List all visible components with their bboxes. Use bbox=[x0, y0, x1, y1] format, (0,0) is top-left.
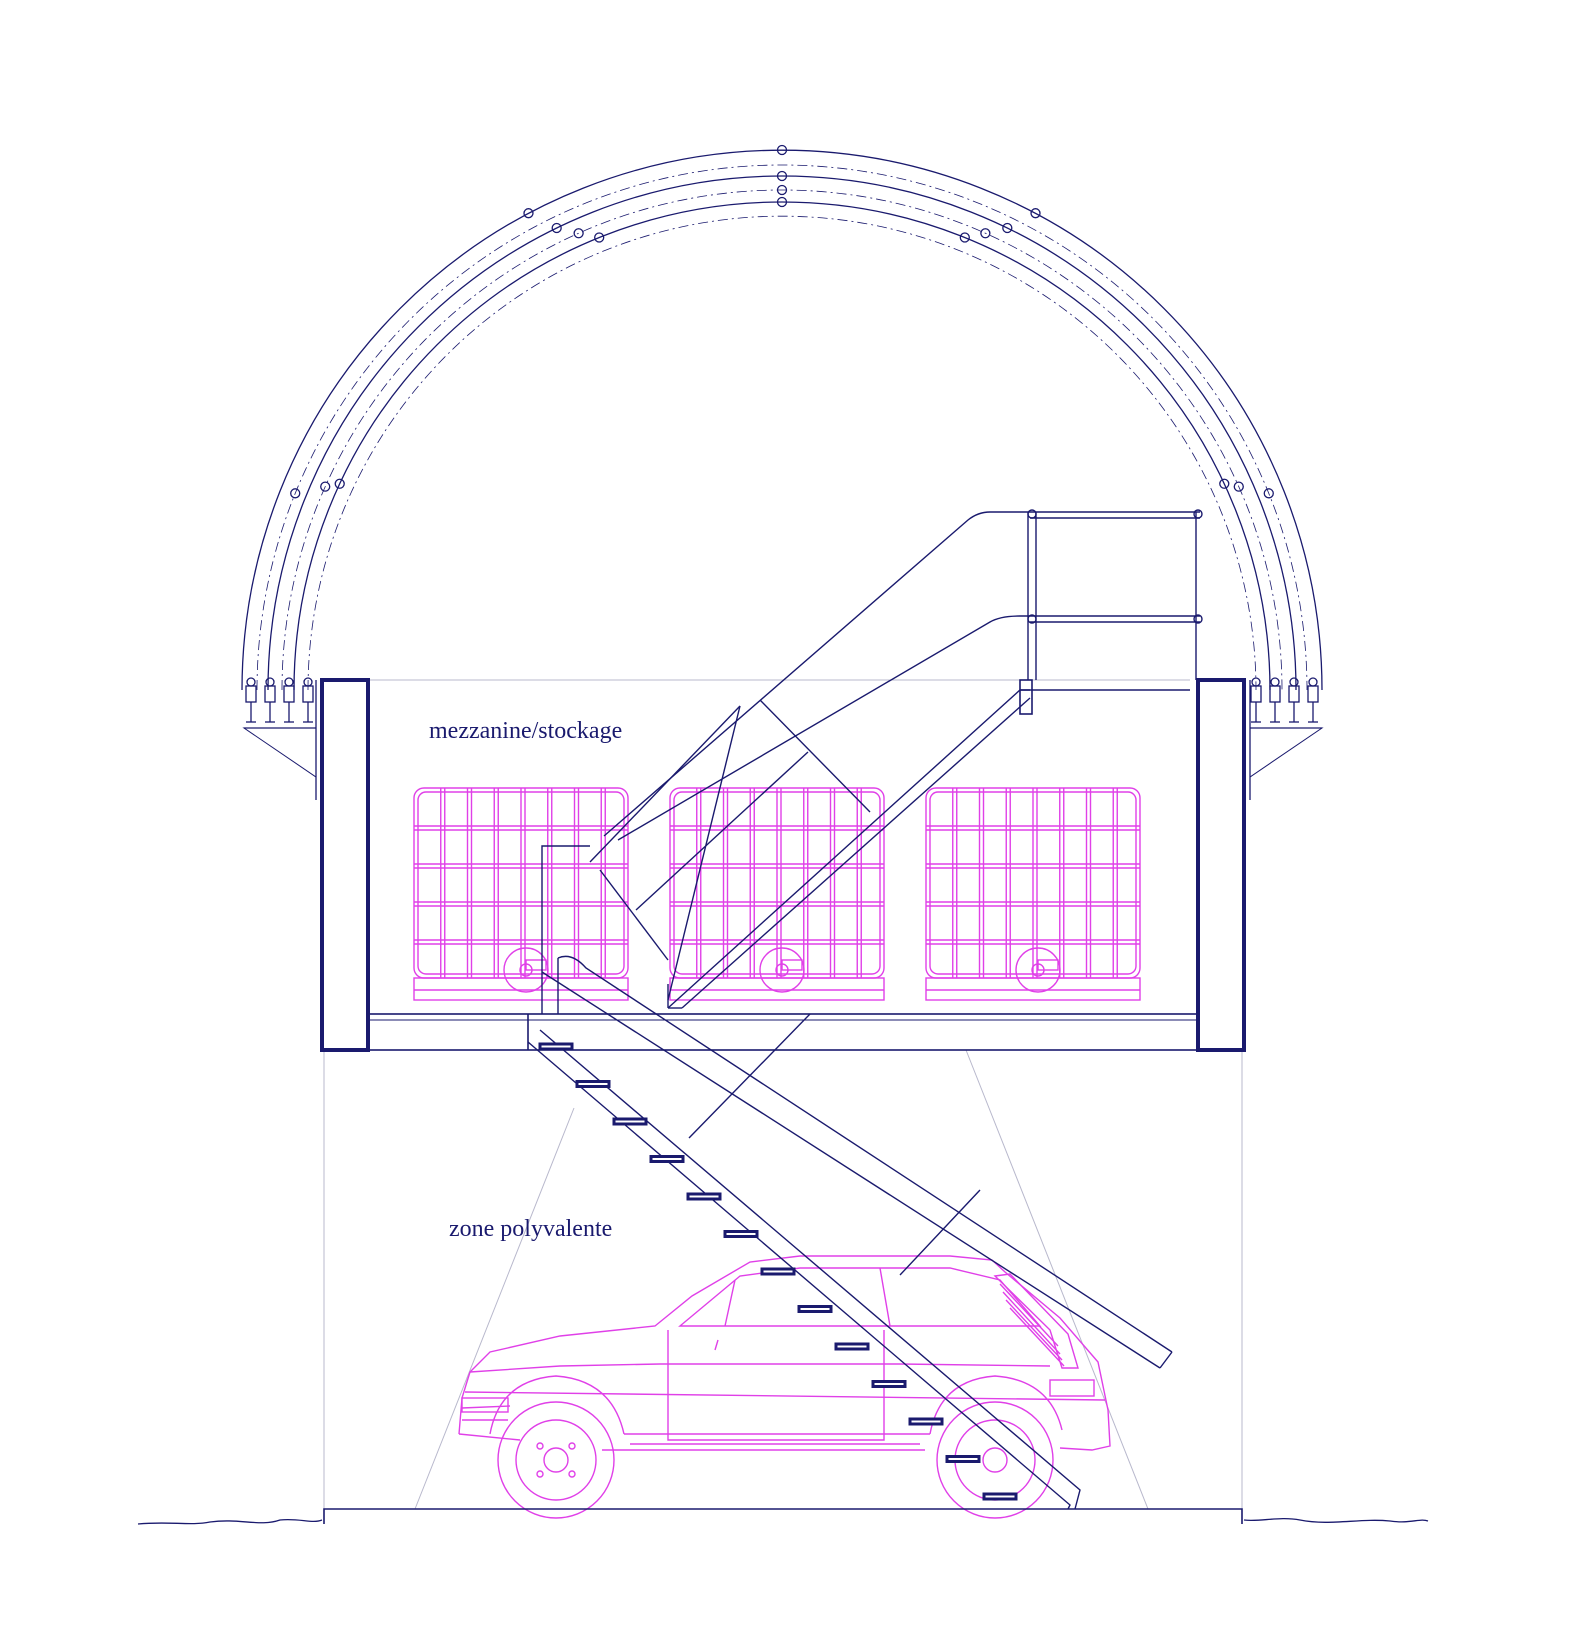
arch-foot bbox=[284, 677, 294, 687]
arch-foot bbox=[1270, 677, 1280, 687]
arch-bolt bbox=[523, 208, 534, 219]
arch-bolt bbox=[1030, 208, 1041, 219]
platform-railing bbox=[1027, 509, 1203, 680]
arch-foot-clamp bbox=[1269, 685, 1281, 703]
stair-tread bbox=[575, 1080, 611, 1088]
arch-bolt bbox=[594, 232, 605, 243]
arch-bolt bbox=[776, 184, 788, 196]
arch-foot bbox=[265, 677, 275, 687]
ibc-valve-handle bbox=[1037, 959, 1059, 971]
arch-bolt bbox=[1219, 478, 1230, 489]
arch-roof bbox=[241, 144, 1323, 723]
ibc-tank bbox=[413, 787, 629, 1001]
arch-bolt bbox=[290, 488, 301, 499]
ibc-valve bbox=[503, 947, 549, 993]
arch-bolt bbox=[776, 170, 788, 182]
arch-foot-clamp bbox=[283, 685, 295, 703]
stair-treads bbox=[538, 1042, 1018, 1501]
mezzanine-floor bbox=[367, 1013, 1199, 1051]
arch-bolt bbox=[334, 478, 345, 489]
ibc-tank bbox=[925, 787, 1141, 1001]
stair-tread bbox=[945, 1455, 981, 1463]
ibc-valve bbox=[1015, 947, 1061, 993]
arch-rib bbox=[241, 149, 1323, 691]
left-wall bbox=[320, 678, 370, 1052]
ibc-valve bbox=[759, 947, 805, 993]
ground bbox=[137, 1517, 1429, 1525]
ibc-tank bbox=[669, 787, 885, 1001]
ibc-pallet bbox=[669, 977, 885, 1001]
arch-rib bbox=[281, 189, 1283, 691]
label-zone-polyvalente: zone polyvalente bbox=[449, 1216, 613, 1242]
label-mezzanine: mezzanine/stockage bbox=[429, 718, 623, 744]
arch-bolt bbox=[980, 228, 991, 239]
arch-foot-clamp bbox=[245, 685, 257, 703]
car-front-wheel bbox=[497, 1401, 615, 1519]
car-body bbox=[458, 1255, 1111, 1451]
ibc-pallet bbox=[925, 977, 1141, 1001]
car bbox=[458, 1255, 1111, 1519]
arch-foot-clamp bbox=[1307, 685, 1319, 703]
arch-bolt bbox=[320, 481, 331, 492]
stair-tread bbox=[871, 1380, 907, 1388]
arch-bolt bbox=[776, 144, 788, 156]
staircase bbox=[527, 511, 1190, 1510]
arch-rib bbox=[256, 164, 1308, 691]
ground-slab bbox=[323, 1508, 1243, 1524]
stair-tread bbox=[649, 1155, 685, 1163]
guide-lines bbox=[323, 679, 1243, 1510]
arch-foot bbox=[246, 677, 256, 687]
arch-foot bbox=[1308, 677, 1318, 687]
stair-tread bbox=[982, 1492, 1018, 1501]
right-wall bbox=[1196, 678, 1246, 1052]
arch-foot-clamp bbox=[1288, 685, 1300, 703]
stair-tread bbox=[760, 1267, 796, 1276]
arch-bolt bbox=[1263, 488, 1274, 499]
arch-foot-clamp bbox=[264, 685, 276, 703]
arch-bolt bbox=[1233, 481, 1244, 492]
arch-bolt bbox=[776, 196, 788, 208]
arch-bolt bbox=[959, 232, 970, 243]
arch-rib bbox=[293, 201, 1271, 691]
car-window bbox=[678, 1267, 1042, 1327]
arch-bolt bbox=[1002, 222, 1013, 234]
stair-tread bbox=[686, 1192, 722, 1201]
structure bbox=[242, 678, 1324, 1524]
ibc-valve-handle bbox=[525, 959, 547, 971]
arch-foot bbox=[1289, 677, 1299, 687]
stair-tread bbox=[723, 1230, 759, 1238]
stair-tread bbox=[834, 1342, 870, 1351]
ibc-valve-handle bbox=[781, 959, 803, 971]
arch-rib bbox=[307, 215, 1257, 691]
arch-rib bbox=[267, 175, 1297, 691]
car-rear-grille bbox=[993, 1273, 1079, 1369]
stair-tread bbox=[612, 1117, 648, 1126]
car-rear-wheel bbox=[936, 1401, 1054, 1519]
stair-tread bbox=[797, 1305, 833, 1313]
ibc-pallet bbox=[413, 977, 629, 1001]
arch-bolt bbox=[551, 222, 562, 234]
stair-tread bbox=[538, 1042, 574, 1051]
stair-tread bbox=[908, 1417, 944, 1426]
ibc-tanks bbox=[413, 787, 1141, 1001]
arch-bolt bbox=[573, 228, 584, 239]
